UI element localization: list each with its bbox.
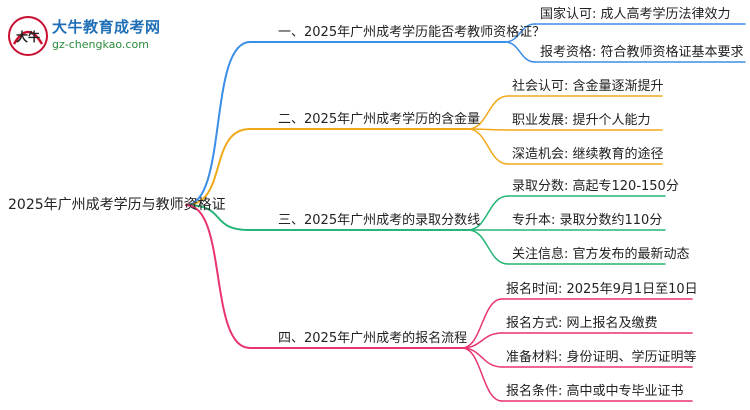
leaf-4-2-connector [461, 332, 503, 349]
logo-mark-text: 大牛 [16, 29, 40, 44]
branch-2-connector [185, 128, 251, 206]
leaf-1-1-connector [504, 23, 536, 43]
logo-mark-icon: 大牛 [8, 16, 48, 56]
leaf-4-3: 准备材料: 身份证明、学历证明等 [506, 350, 697, 365]
branch-3-label: 三、2025年广州成考的录取分数线 [278, 213, 481, 228]
leaf-2-2: 职业发展: 提升个人能力 [512, 113, 651, 128]
branch-2-label: 二、2025年广州成考学历的含金量 [278, 112, 481, 127]
leaf-4-2: 报名方式: 网上报名及缴费 [506, 316, 658, 331]
branch-4-connector [185, 204, 251, 349]
leaf-2-1: 社会认可: 含金量逐渐提升 [512, 79, 664, 94]
leaf-3-3: 关注信息: 官方发布的最新动态 [512, 247, 690, 262]
branch-3-connector [185, 204, 251, 231]
leaf-3-3-connector [467, 229, 509, 265]
leaf-4-1-connector [461, 298, 503, 349]
leaf-1-1: 国家认可: 成人高考学历法律效力 [540, 7, 731, 22]
leaf-2-3-connector [467, 128, 509, 165]
branch-4-label: 四、2025年广州成考的报名流程 [278, 331, 468, 346]
leaf-4-3-connector [461, 347, 503, 368]
leaf-4-1: 报名时间: 2025年9月1日至10日 [506, 282, 698, 297]
leaf-3-2: 专升本: 录取分数约110分 [512, 213, 663, 228]
branch-1-label: 一、2025年广州成考学历能否考教师资格证？ [278, 25, 546, 40]
logo-title: 大牛教育成考网 [52, 18, 161, 36]
leaf-4-4: 报名条件: 高中或中专毕业证书 [506, 384, 684, 399]
leaf-3-1: 录取分数: 高起专120-150分 [512, 179, 679, 194]
leaf-2-3: 深造机会: 继续教育的途径 [512, 147, 664, 162]
leaf-4-4-connector [461, 347, 503, 402]
root-node: 2025年广州成考学历与教师资格证 [8, 197, 226, 213]
leaf-1-2-connector [504, 41, 536, 63]
logo-url: gz-chengkao.com [52, 38, 149, 51]
leaf-2-1-connector [467, 95, 509, 130]
branch-1-connector [185, 41, 251, 206]
leaf-3-1-connector [467, 195, 509, 231]
site-logo: 大牛 大牛教育成考网 gz-chengkao.com [6, 14, 176, 58]
leaf-1-2: 报考资格: 符合教师资格证基本要求 [540, 45, 744, 60]
